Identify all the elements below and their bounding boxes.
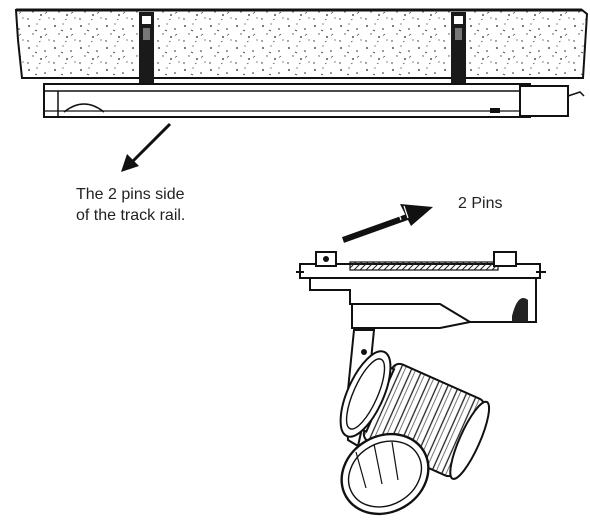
mounting-clip-left: [139, 12, 154, 88]
rail-side-arrow: [121, 122, 172, 172]
ceiling-slab: [14, 8, 589, 79]
pins-arrow: [341, 204, 433, 243]
mounting-clip-right: [451, 12, 466, 88]
rail-side-label-line-2: of the track rail.: [76, 207, 186, 224]
rail-side-label: The 2 pins side of the track rail.: [76, 184, 246, 226]
rail-side-label-line-1: The 2 pins side: [76, 186, 185, 203]
track-rail: [43, 83, 585, 118]
pins-label: 2 Pins: [458, 195, 503, 212]
track-spotlight: [296, 251, 546, 516]
